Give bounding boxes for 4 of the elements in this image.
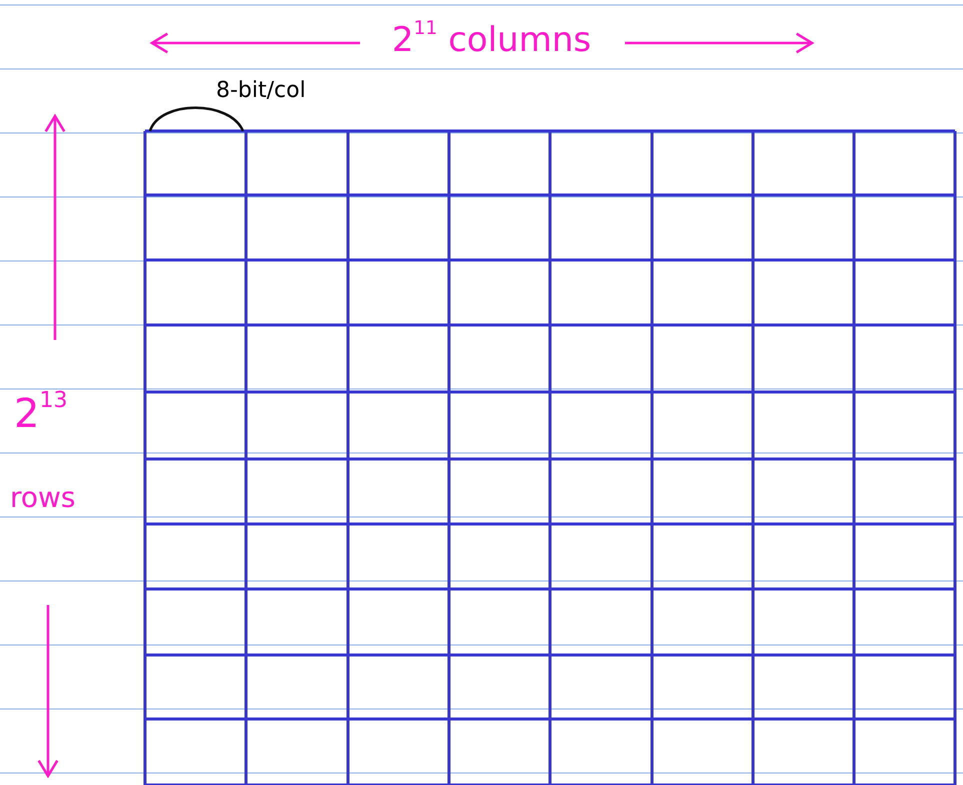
dimension-label: rows <box>10 484 76 512</box>
dimension-label: 2$^{11}$ columns <box>392 20 592 57</box>
bit-width-label: 8-bit/col <box>216 80 306 102</box>
dimension-label: 2$^{13}$ <box>14 390 68 434</box>
